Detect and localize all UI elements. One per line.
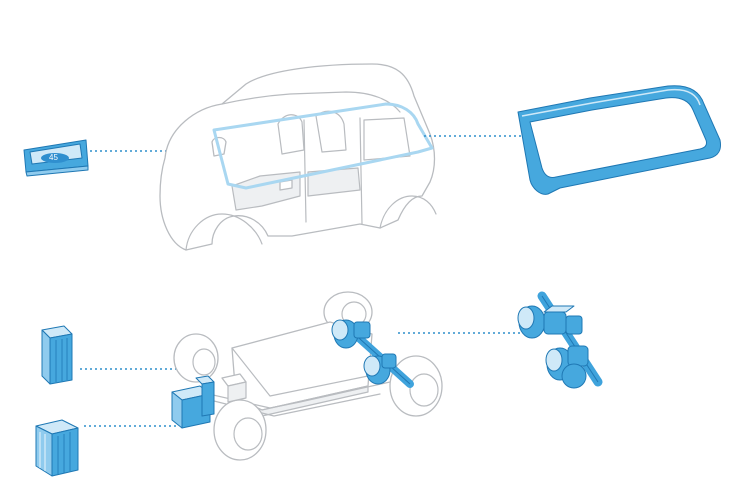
windshield-frame — [517, 85, 721, 195]
battery-module-upper — [41, 325, 73, 385]
chassis — [171, 291, 443, 461]
display-panel-readout: 45 — [49, 153, 58, 162]
car-body — [159, 63, 437, 251]
display-panel: 45 — [23, 139, 89, 177]
battery-module-lower — [35, 419, 79, 477]
motor-drive-unit — [517, 291, 603, 389]
windshield-frame-highlight — [212, 102, 434, 190]
